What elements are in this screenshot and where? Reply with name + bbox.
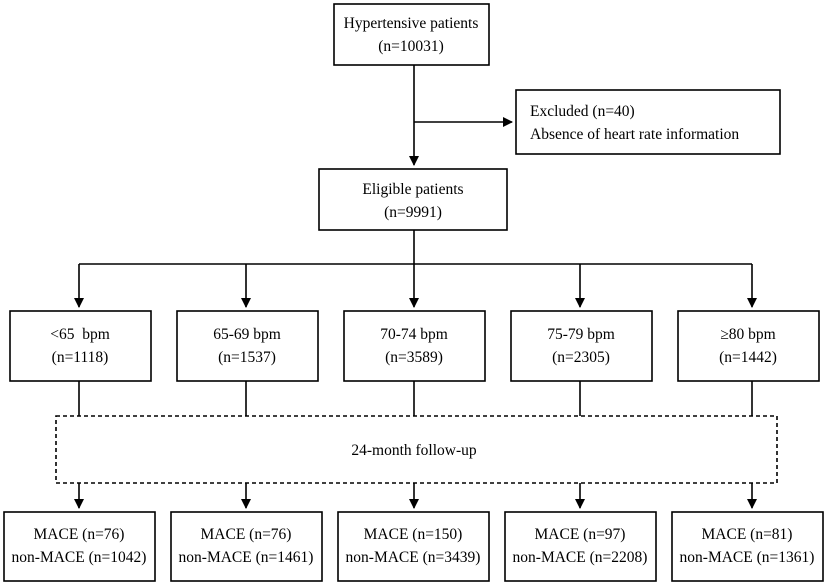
group-label: 70-74 bpm — [380, 326, 448, 343]
group-node-4: 75-79 bpm (n=2305) — [510, 310, 653, 382]
outcome-node-2: MACE (n=76) non-MACE (n=1461) — [170, 511, 323, 582]
group-node-5: ≥80 bpm (n=1442) — [677, 310, 820, 382]
outcome-non-mace: non-MACE (n=1461) — [179, 549, 314, 566]
group-label: <65 bpm — [50, 326, 110, 343]
group-node-2: 65-69 bpm (n=1537) — [176, 310, 319, 382]
outcome-mace: MACE (n=76) — [34, 526, 125, 543]
start-node: Hypertensive patients (n=10031) — [333, 3, 490, 66]
outcome-non-mace: non-MACE (n=2208) — [513, 549, 648, 566]
outcome-mace: MACE (n=97) — [535, 526, 626, 543]
group-label: 75-79 bpm — [547, 326, 615, 343]
group-node-3: 70-74 bpm (n=3589) — [343, 310, 486, 382]
outcome-non-mace: non-MACE (n=1361) — [680, 549, 815, 566]
group-node-1: <65 bpm (n=1118) — [9, 310, 152, 382]
outcome-mace: MACE (n=150) — [364, 526, 463, 543]
outcome-node-3: MACE (n=150) non-MACE (n=3439) — [337, 511, 490, 582]
outcome-non-mace: non-MACE (n=3439) — [346, 549, 481, 566]
excluded-line1: Excluded (n=40) — [530, 103, 635, 120]
outcome-node-1: MACE (n=76) non-MACE (n=1042) — [3, 511, 156, 582]
outcome-mace: MACE (n=81) — [702, 526, 793, 543]
outcome-node-5: MACE (n=81) non-MACE (n=1361) — [671, 511, 824, 582]
outcome-node-4: MACE (n=97) non-MACE (n=2208) — [504, 511, 657, 582]
start-count: (n=10031) — [378, 38, 444, 55]
outcome-mace: MACE (n=76) — [201, 526, 292, 543]
group-count: (n=3589) — [385, 349, 443, 366]
group-label: ≥80 bpm — [720, 326, 775, 343]
start-title: Hypertensive patients — [344, 15, 479, 32]
group-count: (n=1442) — [719, 349, 777, 366]
eligible-title: Eligible patients — [362, 181, 463, 198]
group-count: (n=2305) — [552, 349, 610, 366]
excluded-node: Excluded (n=40) Absence of heart rate in… — [515, 89, 781, 155]
followup-label: 24-month follow-up — [351, 442, 477, 459]
followup-node: 24-month follow-up — [55, 415, 778, 484]
outcome-non-mace: non-MACE (n=1042) — [12, 549, 147, 566]
group-label: 65-69 bpm — [213, 326, 281, 343]
eligible-count: (n=9991) — [384, 204, 442, 221]
group-count: (n=1537) — [218, 349, 276, 366]
eligible-node: Eligible patients (n=9991) — [318, 168, 508, 231]
excluded-line2: Absence of heart rate information — [530, 126, 739, 143]
group-count: (n=1118) — [52, 349, 109, 366]
